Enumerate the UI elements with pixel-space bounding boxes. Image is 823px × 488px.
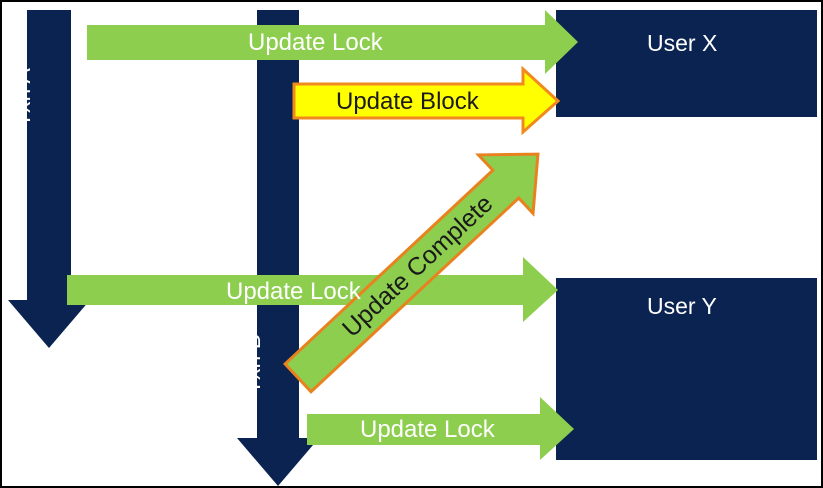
- txn-b-lifeline-arrow: [237, 10, 319, 486]
- txn-a-lifeline-arrow: [8, 10, 90, 348]
- update-complete-arrow-group: [282, 152, 540, 394]
- update-block-arrow: [292, 65, 561, 136]
- update-lock-top-arrow: [87, 10, 578, 74]
- user-y-box: [556, 278, 817, 460]
- update-lock-middle-arrow: [67, 257, 558, 322]
- update-complete-arrow: [282, 152, 540, 394]
- update-lock-bottom-arrow: [307, 397, 574, 460]
- user-x-box: [556, 10, 817, 117]
